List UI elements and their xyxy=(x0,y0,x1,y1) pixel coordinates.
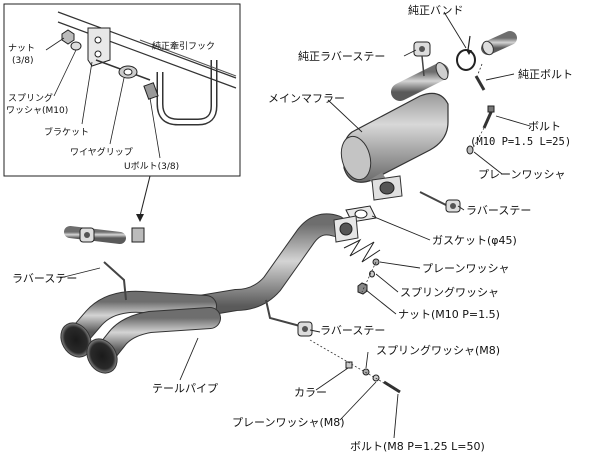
leader-lines xyxy=(59,11,531,439)
inset-washer-m10-label: ワッシャ(M10) xyxy=(6,106,69,116)
main-muffler-label: メインマフラー xyxy=(268,92,345,105)
stock-rubber-stay-label: 純正ラバーステー xyxy=(298,50,386,63)
rubber-stay-left-label: ラバーステー xyxy=(12,272,78,285)
nut-m10-label: ナット(M10 P=1.5) xyxy=(398,308,500,321)
main-muffler xyxy=(340,62,449,207)
inset-u-bolt-label: Uボルト(3/8) xyxy=(124,162,180,172)
center-pipe xyxy=(189,213,359,327)
stock-bolt-part xyxy=(474,63,486,91)
left-hanger-parts xyxy=(64,226,145,244)
inset-wire-grip-label: ワイヤグリップ xyxy=(70,148,133,158)
spring-washer-m8-label: スプリングワッシャ(M8) xyxy=(376,344,501,357)
bolt-m8-label: ボルト(M8 P=1.25 L=50) xyxy=(350,440,485,453)
gasket-label: ガスケット(φ45) xyxy=(432,234,517,247)
inset-spring-label: スプリング xyxy=(8,94,54,104)
rubber-stay-bottom-part xyxy=(297,321,313,337)
stock-rubber-stay-part xyxy=(413,41,431,77)
tail-pipe-label: テールパイプ xyxy=(152,382,218,395)
bolt-m10-part xyxy=(471,105,495,151)
plain-washer-2-label: プレーンワッシャ xyxy=(422,262,510,275)
rubber-stay-bottom-label: ラバーステー xyxy=(320,324,386,337)
inset-stock-hook-label: 純正牽引フック xyxy=(152,42,216,52)
plain-washer-m8-label: プレーンワッシャ(M8) xyxy=(232,416,345,429)
plain-washer-label: プレーンワッシャ xyxy=(478,168,566,181)
inset-nut-label: ナット xyxy=(8,44,36,54)
stock-band-label: 純正バンド xyxy=(408,4,464,17)
spring-washer-label: スプリングワッシャ xyxy=(400,286,499,299)
inset-nut-size-label: (3/8) xyxy=(12,56,34,66)
m8-bolt-stack xyxy=(309,339,401,394)
inset-detail-box xyxy=(3,3,241,177)
tail-pipe xyxy=(60,261,221,374)
stock-bolt-label: 純正ボルト xyxy=(518,68,573,81)
collar-label: カラー xyxy=(294,386,327,399)
stock-band-part xyxy=(456,35,476,71)
bolt-m10-spec-label: (M10 P=1.5 L=25) xyxy=(470,136,572,148)
rubber-stay-right-part xyxy=(445,199,461,213)
inset-bracket-label: ブラケット xyxy=(44,128,90,138)
plain-washer-part xyxy=(466,145,474,155)
rubber-stay-right-label: ラバーステー xyxy=(466,204,532,217)
bolt-label: ボルト xyxy=(528,120,561,133)
nut-washer-stack xyxy=(357,258,380,295)
stock-pipe-end xyxy=(481,31,517,56)
